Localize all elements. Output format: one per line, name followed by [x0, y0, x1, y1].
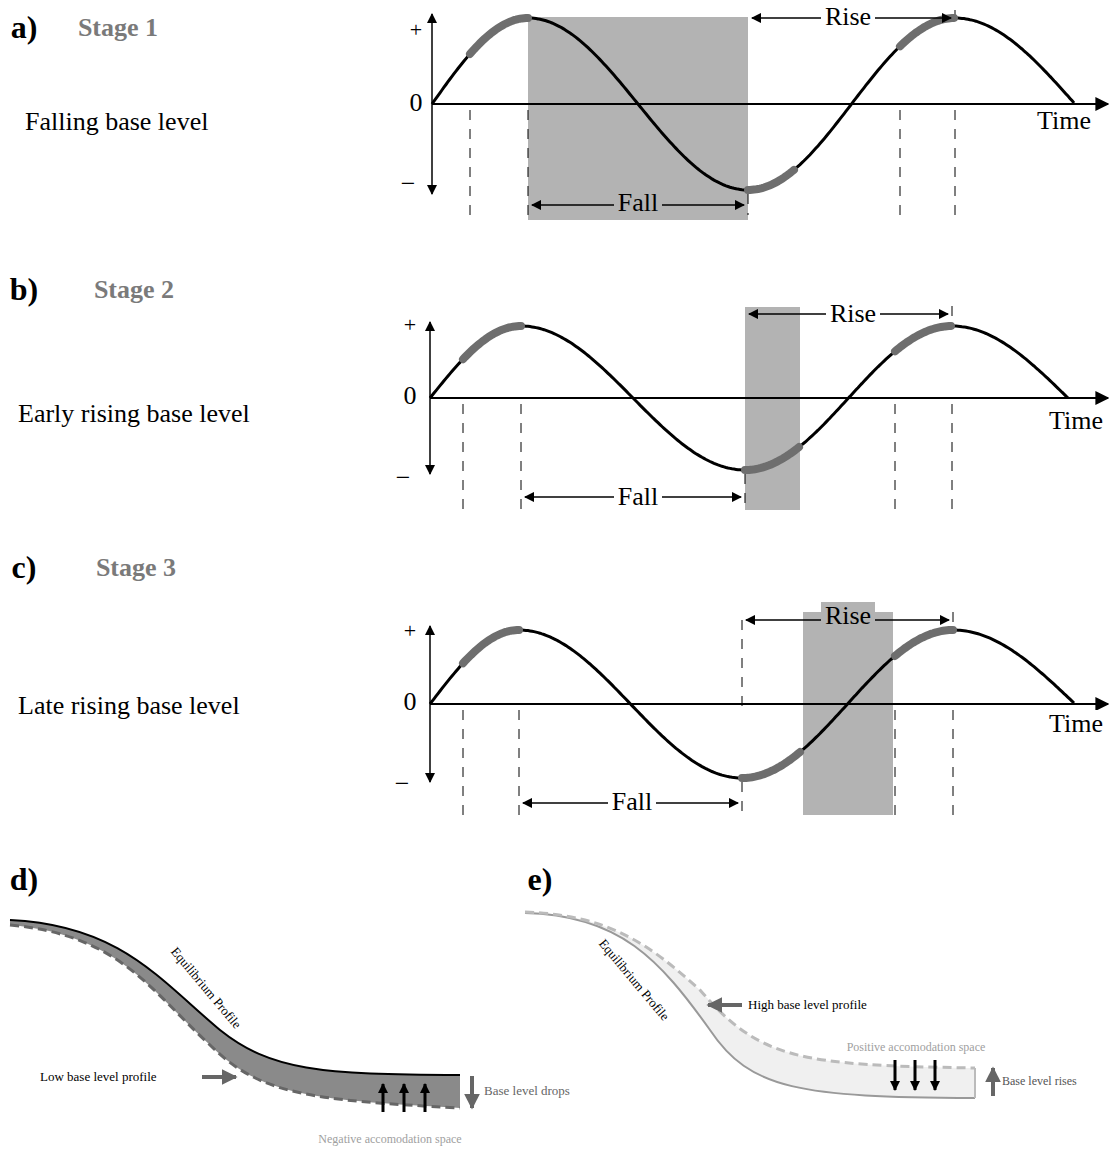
stage-window: [803, 612, 893, 815]
panel-letter: a): [11, 10, 38, 45]
time-axis: [430, 397, 1108, 399]
time-axis: [430, 703, 1108, 705]
interval-label: Rise: [826, 300, 880, 329]
space-label: Negative accomodation space: [318, 1133, 461, 1146]
panel-letter: c): [12, 550, 37, 585]
guide-line: [742, 782, 743, 815]
panel-letter: d): [10, 862, 38, 897]
down-arrow: [894, 1060, 897, 1090]
guide-line: [463, 710, 464, 815]
interval-label: Fall: [608, 788, 656, 817]
rise-arrow: [991, 1068, 995, 1096]
axis-zero: 0: [410, 89, 423, 118]
profile-label: High base level profile: [748, 998, 867, 1012]
up-arrow: [382, 1084, 385, 1112]
stage-description: Late rising base level: [18, 692, 240, 721]
equilibrium-profile: [10, 920, 460, 1075]
interval-label: Rise: [821, 3, 875, 32]
highlight-segment: [748, 170, 794, 190]
axis-sign: −: [396, 464, 411, 493]
interval-label: Fall: [614, 483, 662, 512]
guide-line: [748, 194, 749, 215]
guide-line: [463, 404, 464, 510]
guide-line: [742, 620, 743, 709]
axis-sign: +: [404, 619, 416, 643]
stage-description: Falling base level: [25, 108, 208, 137]
equilibrium-profile: [525, 913, 975, 1098]
guide-line: [895, 710, 896, 815]
interval-label: Fall: [614, 189, 662, 218]
axis-title: Time: [1045, 710, 1107, 739]
guide-line: [519, 710, 520, 815]
space-label: Positive accomodation space: [847, 1041, 986, 1054]
stage-window: [745, 307, 800, 510]
axis-sign: +: [410, 18, 422, 42]
highlight-segment: [745, 447, 799, 470]
panel-letter: e): [528, 862, 553, 897]
axis-title: Time: [1045, 407, 1107, 436]
axis-sign: −: [401, 170, 416, 199]
guide-line: [470, 110, 471, 215]
stage-description: Early rising base level: [18, 400, 250, 429]
profile-label: Equilibrium Profile: [596, 937, 672, 1024]
panel-letter: b): [10, 272, 38, 307]
pointer-arrow: [202, 1075, 236, 1079]
guide-line: [528, 110, 529, 215]
guide-line: [953, 710, 954, 815]
guide-line: [952, 404, 953, 510]
negative-space-fill: [10, 920, 460, 1108]
base-level-curve: [432, 18, 1074, 190]
stage-label: Stage 1: [78, 14, 158, 43]
stage-label: Stage 3: [96, 554, 176, 583]
base-level-note: Base level drops: [484, 1084, 570, 1098]
pointer-arrow: [708, 1003, 742, 1007]
up-arrow: [424, 1084, 427, 1112]
base-level-curve: [430, 326, 1068, 470]
axis-sign: +: [404, 313, 416, 337]
profile-label: Low base level profile: [40, 1070, 157, 1084]
drop-arrow: [470, 1076, 474, 1108]
up-arrow: [403, 1084, 406, 1112]
guide-line: [521, 404, 522, 510]
time-axis: [432, 103, 1108, 105]
highlight-segment: [463, 326, 521, 359]
highlight-segment: [463, 630, 519, 663]
charts: [430, 10, 1108, 815]
highlight-segment: [742, 752, 800, 778]
base-level-note: Base level rises: [1002, 1075, 1077, 1088]
guide-line: [895, 404, 896, 510]
profile-d: [10, 920, 472, 1112]
positive-space-fill: [525, 912, 975, 1098]
axis-sign: −: [395, 770, 410, 799]
profile-end: [974, 1068, 976, 1098]
guide-line: [955, 110, 956, 215]
low-base-profile: [10, 925, 460, 1108]
highlight-segment: [895, 326, 951, 351]
highlight-segment: [900, 18, 954, 46]
guide-line: [900, 110, 901, 215]
axis-zero: 0: [404, 382, 417, 411]
axis-title: Time: [1033, 107, 1095, 136]
stage-window: [528, 17, 748, 220]
axis-zero: 0: [404, 688, 417, 717]
profile-e: [525, 912, 993, 1098]
stage-label: Stage 2: [94, 276, 174, 305]
interval-label: Rise: [821, 602, 875, 631]
guide-line: [745, 474, 746, 510]
down-arrow: [934, 1060, 937, 1090]
base-level-curve: [430, 630, 1074, 778]
highlight-segment: [470, 18, 528, 54]
down-arrow: [914, 1060, 917, 1090]
highlight-segment: [895, 630, 953, 656]
